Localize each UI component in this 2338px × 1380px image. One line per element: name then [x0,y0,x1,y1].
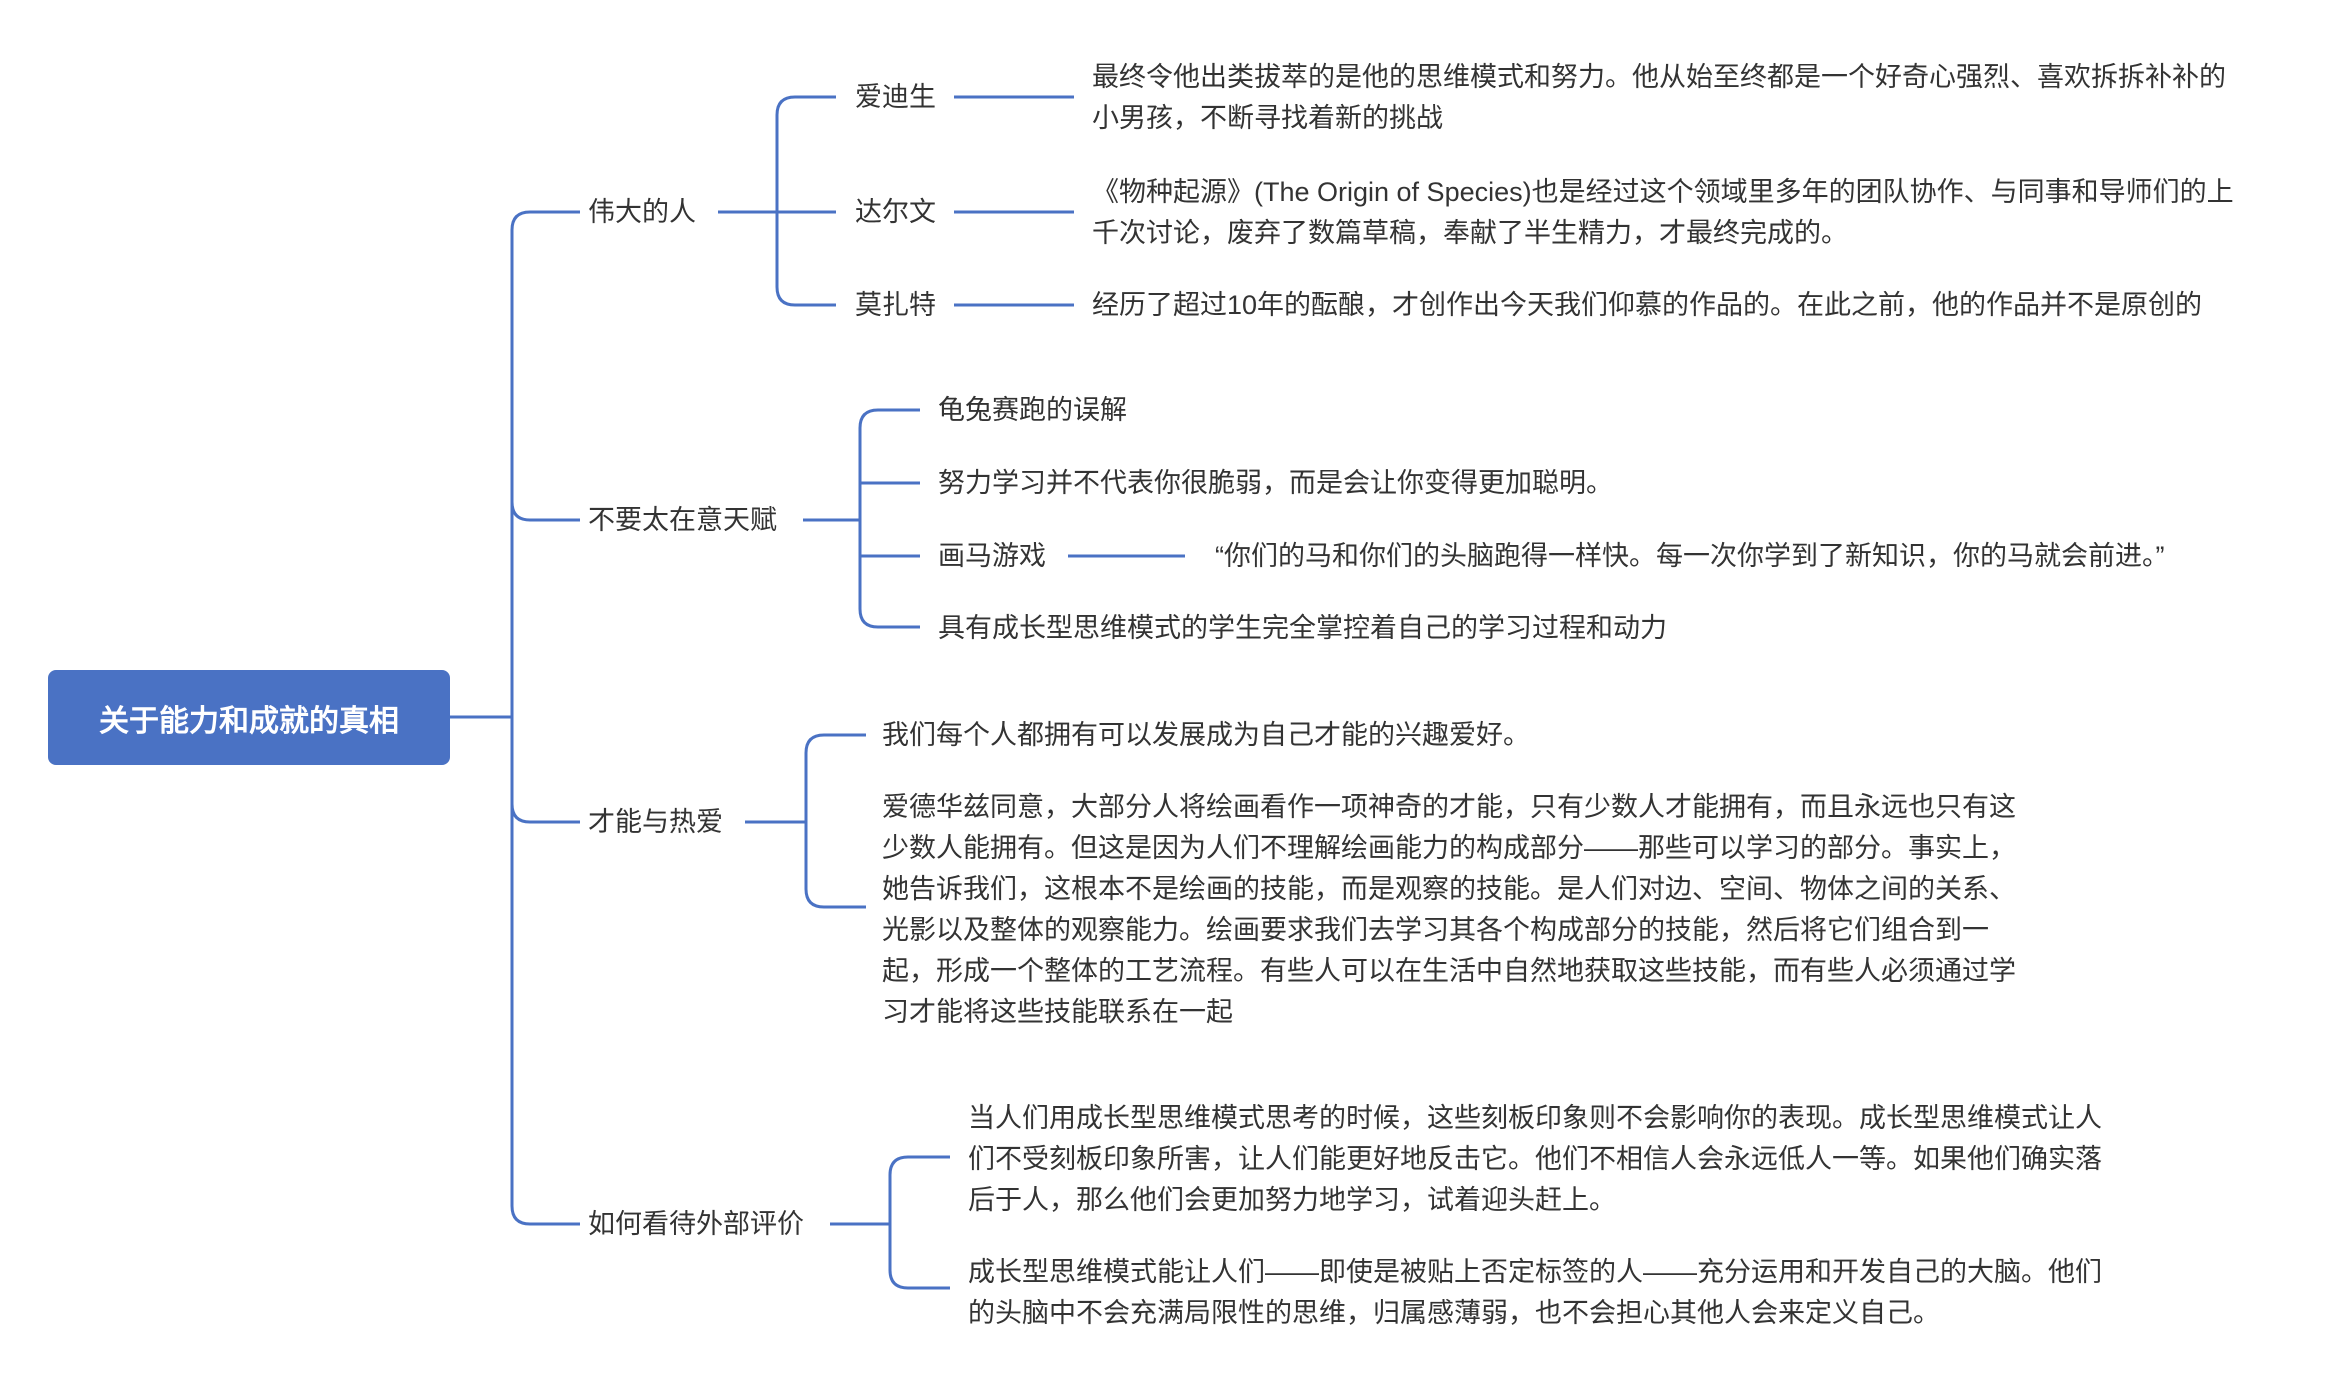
node-tortoise-hare[interactable]: 龟兔赛跑的误解 [938,395,1127,425]
node-edison-detail[interactable]: 最终令他出类拔萃的是他的思维模式和努力。他从始至终都是一个好奇心强烈、喜欢拆拆补… [1092,57,2226,139]
branch-great-people[interactable]: 伟大的人 [588,197,696,227]
text-line: 爱德华兹同意，大部分人将绘画看作一项神奇的才能，只有少数人才能拥有，而且永远也只… [882,792,2016,822]
text-line: 成长型思维模式能让人们——即使是被贴上否定标签的人——充分运用和开发自己的大脑。… [968,1257,2102,1287]
text-line: 的头脑中不会充满局限性的思维，归属感薄弱，也不会担心其他人会来定义自己。 [968,1298,1940,1328]
branch-talent[interactable]: 不要太在意天赋 [588,505,777,535]
connector-group-4 [830,1155,950,1290]
node-edwards[interactable]: 爱德华兹同意，大部分人将绘画看作一项神奇的才能，只有少数人才能拥有，而且永远也只… [882,787,2016,1033]
text-line: 千次讨论，废弃了数篇草稿，奉献了半生精力，才最终完成的。 [1092,218,1848,248]
root-node[interactable]: 关于能力和成就的真相 [48,670,450,765]
connector-group-2 [803,408,1185,629]
node-horse-game-detail[interactable]: “你们的马和你们的头脑跑得一样快。每一次你学到了新知识，你的马就会前进。” [1215,541,2165,571]
text-line: 她告诉我们，这根本不是绘画的技能，而是观察的技能。是人们对边、空间、物体之间的关… [882,874,2016,904]
root-label: 关于能力和成就的真相 [99,704,399,738]
text-line: 最终令他出类拔萃的是他的思维模式和努力。他从始至终都是一个好奇心强烈、喜欢拆拆补… [1092,62,2226,92]
node-edison[interactable]: 爱迪生 [855,82,936,112]
node-interests[interactable]: 我们每个人都拥有可以发展成为自己才能的兴趣爱好。 [882,715,1530,756]
connector-branch-2 [510,501,580,522]
text-line: 我们每个人都拥有可以发展成为自己才能的兴趣爱好。 [882,720,1530,750]
branch-passion[interactable]: 才能与热爱 [588,807,723,837]
node-growth-mindset-students[interactable]: 具有成长型思维模式的学生完全掌控着自己的学习过程和动力 [938,613,1667,643]
connector-group-1 [718,95,1074,307]
connector-group-3 [745,733,866,909]
node-mozart[interactable]: 莫扎特 [855,290,936,320]
text-line: 小男孩，不断寻找着新的挑战 [1092,103,1443,133]
text-line: 光影以及整体的观察能力。绘画要求我们去学习其各个构成部分的技能，然后将它们组合到… [882,915,1989,945]
node-horse-game[interactable]: 画马游戏 [938,541,1046,571]
connector-branch-3 [510,803,580,824]
text-line: 当人们用成长型思维模式思考的时候，这些刻板印象则不会影响你的表现。成长型思维模式… [968,1103,2102,1133]
text-line: 起，形成一个整体的工艺流程。有些人可以在生活中自然地获取这些技能，而有些人必须通… [882,956,2016,986]
node-mozart-detail[interactable]: 经历了超过10年的酝酿，才创作出今天我们仰慕的作品的。在此之前，他的作品并不是原… [1092,285,2202,326]
text-line: 们不受刻板印象所害，让人们能更好地反击它。他们不相信人会永远低人一等。如果他们确… [968,1144,2102,1174]
text-line: 经历了超过10年的酝酿，才创作出今天我们仰慕的作品的。在此之前，他的作品并不是原… [1092,290,2203,320]
text-line: 少数人能拥有。但这是因为人们不理解绘画能力的构成部分——那些可以学习的部分。事实… [882,833,2016,863]
node-hard-work[interactable]: 努力学习并不代表你很脆弱，而是会让你变得更加聪明。 [938,468,1613,498]
text-line: 《物种起源》(The Origin of Species)也是经过这个领域里多年… [1092,177,2234,207]
text-line: 习才能将这些技能联系在一起 [882,997,1233,1027]
branch-external-evaluation[interactable]: 如何看待外部评价 [588,1209,804,1239]
node-darwin[interactable]: 达尔文 [855,197,936,227]
node-labels[interactable]: 成长型思维模式能让人们——即使是被贴上否定标签的人——充分运用和开发自己的大脑。… [968,1252,2102,1334]
text-line: 后于人，那么他们会更加努力地学习，试着迎头赶上。 [968,1185,1616,1215]
node-stereotypes[interactable]: 当人们用成长型思维模式思考的时候，这些刻板印象则不会影响你的表现。成长型思维模式… [968,1098,2102,1221]
node-darwin-detail[interactable]: 《物种起源》(The Origin of Species)也是经过这个领域里多年… [1092,172,2234,254]
connector-trunk [510,210,580,1226]
